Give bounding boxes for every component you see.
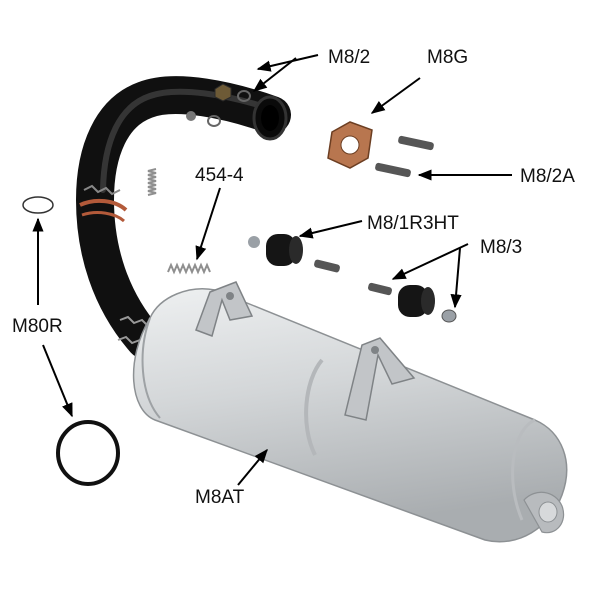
o-ring-icon bbox=[22, 196, 120, 486]
pin-icon bbox=[314, 135, 434, 296]
rubber-mount-icon bbox=[248, 234, 457, 323]
exhaust-nuts-icon bbox=[186, 83, 251, 127]
callout-arrows bbox=[32, 54, 512, 486]
part-label-454-4: 454-4 bbox=[195, 165, 244, 186]
header-pipe bbox=[75, 76, 291, 359]
pipe-clamp-icon bbox=[79, 184, 149, 347]
part-label-m80r: M80R bbox=[12, 316, 63, 337]
part-label-m8g: M8G bbox=[427, 47, 469, 68]
part-label-m8-2: M8/2 bbox=[328, 47, 371, 68]
part-label-m8-1r3ht: M8/1R3HT bbox=[367, 213, 459, 234]
muffler-body bbox=[132, 281, 568, 543]
part-label-m8-3: M8/3 bbox=[480, 237, 523, 258]
part-label-m8-2a: M8/2A bbox=[520, 166, 575, 187]
flange-gasket-icon bbox=[327, 121, 373, 169]
spring-icon bbox=[147, 168, 211, 275]
part-label-m8at: M8AT bbox=[195, 487, 245, 508]
